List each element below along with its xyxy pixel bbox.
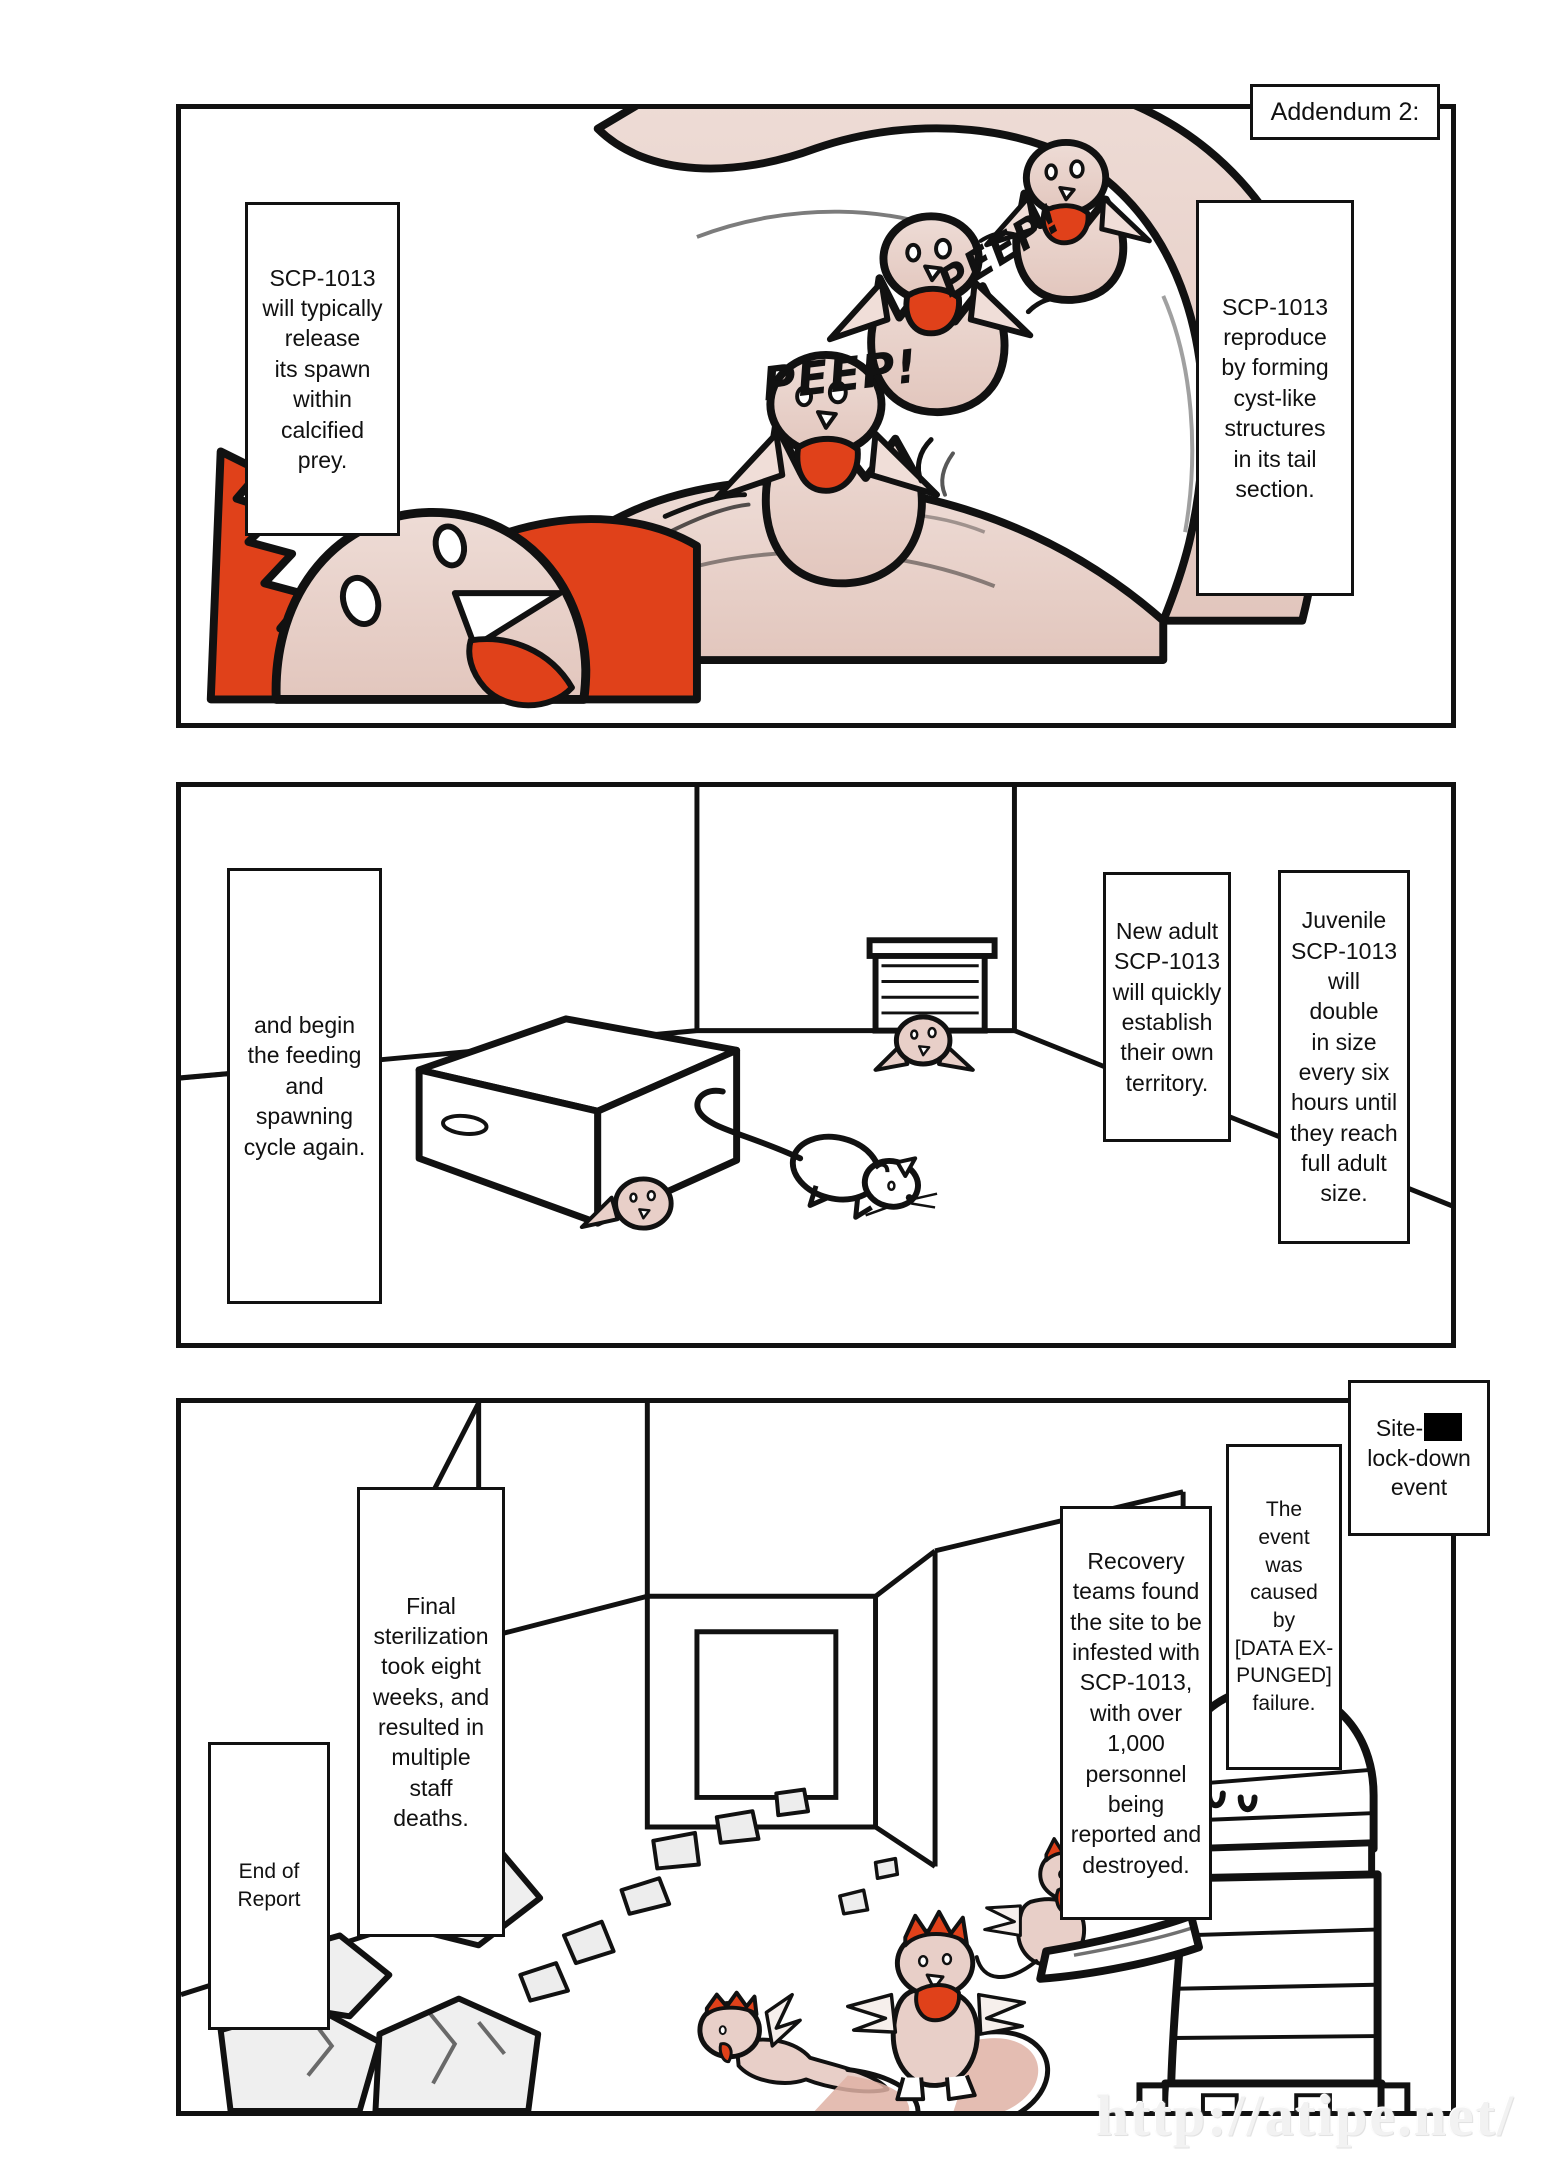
caption-cyst-reproduce: SCP-1013 reproduce by forming cyst-like …	[1196, 200, 1354, 596]
caption-event-cause-text: The event was caused by [DATA EX- PUNGED…	[1234, 1498, 1334, 1716]
caption-final-sterilization-text: Final sterilization took eight weeks, an…	[372, 1592, 490, 1832]
caption-juvenile-growth-text: Juvenile SCP-1013 will double in size ev…	[1290, 907, 1398, 1207]
addendum-label-text: Addendum 2:	[1270, 97, 1420, 126]
caption-event-cause: The event was caused by [DATA EX- PUNGED…	[1226, 1444, 1342, 1770]
caption-end-of-report: End of Report	[208, 1742, 330, 2030]
caption-recovery-teams: Recovery teams found the site to be infe…	[1060, 1506, 1212, 1920]
addendum-label-box: Addendum 2:	[1250, 84, 1440, 140]
site-lockdown-line-1: Site-	[1375, 1412, 1463, 1444]
caption-feeding-cycle-text: and begin the feeding and spawning cycle…	[243, 1012, 366, 1160]
caption-juvenile-growth: Juvenile SCP-1013 will double in size ev…	[1278, 870, 1410, 1244]
caption-new-adult-territory: New adult SCP-1013 will quickly establis…	[1103, 872, 1231, 1142]
caption-spawn-release: SCP-1013 will typically release its spaw…	[245, 202, 400, 536]
caption-final-sterilization: Final sterilization took eight weeks, an…	[357, 1487, 505, 1937]
caption-cyst-reproduce-text: SCP-1013 reproduce by forming cyst-like …	[1221, 293, 1329, 502]
site-lockdown-suffix-text: lock-down event	[1367, 1444, 1471, 1501]
caption-new-adult-territory-text: New adult SCP-1013 will quickly establis…	[1112, 917, 1222, 1096]
caption-feeding-cycle: and begin the feeding and spawning cycle…	[227, 868, 382, 1304]
juvenile-2	[846, 1909, 1051, 2111]
caption-end-of-report-text: End of Report	[237, 1860, 301, 1911]
juvenile-1	[697, 1990, 921, 2111]
caption-recovery-teams-text: Recovery teams found the site to be infe…	[1070, 1548, 1202, 1878]
site-prefix-text: Site-	[1375, 1414, 1424, 1441]
redaction-bar	[1424, 1412, 1463, 1441]
caption-site-lockdown: Site- lock-down event	[1348, 1380, 1490, 1536]
panel-1-artwork	[206, 109, 1329, 709]
mouse-figure	[694, 1087, 938, 1220]
caption-spawn-release-text: SCP-1013 will typically release its spaw…	[262, 264, 383, 473]
